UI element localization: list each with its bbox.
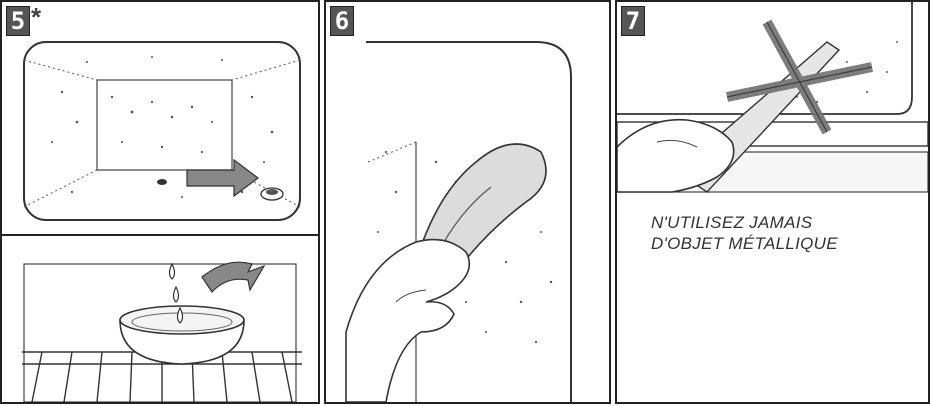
step-number-badge: 6: [330, 6, 354, 36]
panel-divider: [2, 234, 318, 236]
step-number-badge: 7: [621, 6, 645, 36]
step-number-badge: 5: [6, 6, 30, 36]
asterisk-marker: *: [31, 2, 41, 33]
oven-interior-illustration: [2, 2, 318, 402]
wiping-cavity-illustration: [326, 2, 609, 402]
step-5-panel: 5 *: [0, 0, 320, 404]
step-6-panel: 6: [324, 0, 611, 404]
no-metal-utensil-illustration: [617, 2, 928, 402]
warning-line-2: D'OBJET MÉTALLIQUE: [651, 233, 838, 254]
warning-text: N'UTILISEZ JAMAIS D'OBJET MÉTALLIQUE: [651, 212, 838, 254]
warning-line-1: N'UTILISEZ JAMAIS: [651, 212, 838, 233]
step-7-panel: 7 N'UTILISEZ JAMAIS D'OBJET MÉTALLIQUE: [615, 0, 930, 404]
